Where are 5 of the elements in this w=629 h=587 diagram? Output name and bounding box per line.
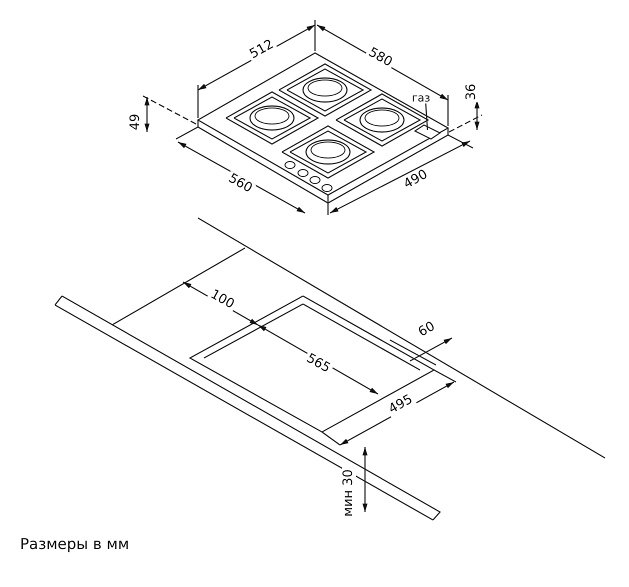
leader-line xyxy=(425,101,428,130)
gas-inlet xyxy=(414,124,442,140)
dimension-label: 36 xyxy=(465,82,479,102)
dimension-label: мин 30 xyxy=(342,467,356,519)
gas-label: газ xyxy=(412,92,430,104)
